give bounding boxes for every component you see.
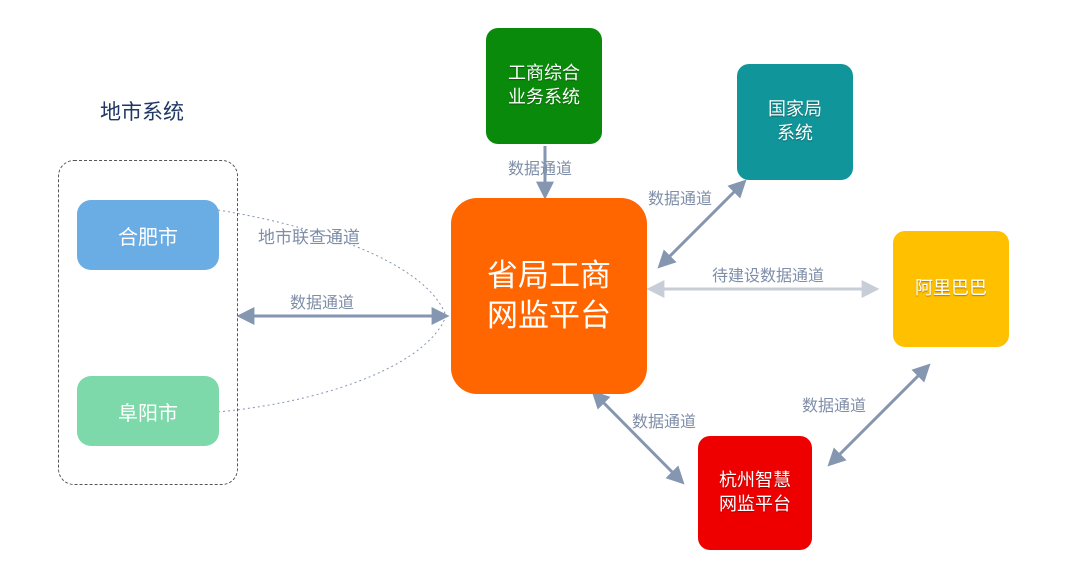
node-fuyang: 阜阳市 xyxy=(77,376,219,446)
data-arrow-alibaba xyxy=(827,363,931,467)
node-central-line1: 省局工商 xyxy=(487,258,611,294)
node-guojiaju-system: 国家局 系统 xyxy=(737,64,853,180)
node-fuyang-label: 阜阳市 xyxy=(118,400,178,425)
node-gongshang-line2: 业务系统 xyxy=(508,87,580,108)
label-data-guojiaju: 数据通道 xyxy=(648,189,713,208)
data-arrow-guojiaju xyxy=(657,179,747,269)
city-system-group xyxy=(58,160,238,485)
node-gongshang-line1: 工商综合 xyxy=(508,63,580,84)
node-guojiaju-line1: 国家局 xyxy=(768,99,822,120)
node-hangzhou-line2: 网监平台 xyxy=(719,494,791,515)
node-alibaba-label: 阿里巴巴 xyxy=(915,278,987,299)
diagram-title: 地市系统 xyxy=(100,100,184,124)
node-gongshang-system: 工商综合 业务系统 xyxy=(486,28,602,144)
node-central-platform: 省局工商 网监平台 xyxy=(451,198,647,394)
label-data-hangzhou: 数据通道 xyxy=(632,412,697,431)
node-hefei: 合肥市 xyxy=(77,200,219,270)
label-city-link: 地市联查通道 xyxy=(258,228,360,248)
label-data-left: 数据通道 xyxy=(290,293,355,312)
node-guojiaju-line2: 系统 xyxy=(777,123,813,144)
node-alibaba: 阿里巴巴 xyxy=(893,231,1009,347)
label-pending: 待建设数据通道 xyxy=(712,266,825,285)
node-hangzhou-line1: 杭州智慧 xyxy=(719,470,791,491)
label-data-top: 数据通道 xyxy=(508,159,573,178)
fuyang-link-curve xyxy=(217,315,447,413)
label-data-alibaba: 数据通道 xyxy=(802,396,867,415)
hefei-link-curve xyxy=(217,209,447,317)
data-arrow-hangzhou xyxy=(591,390,685,485)
node-central-line2: 网监平台 xyxy=(487,298,611,334)
node-hefei-label: 合肥市 xyxy=(118,224,178,249)
node-hangzhou-platform: 杭州智慧 网监平台 xyxy=(698,436,812,550)
